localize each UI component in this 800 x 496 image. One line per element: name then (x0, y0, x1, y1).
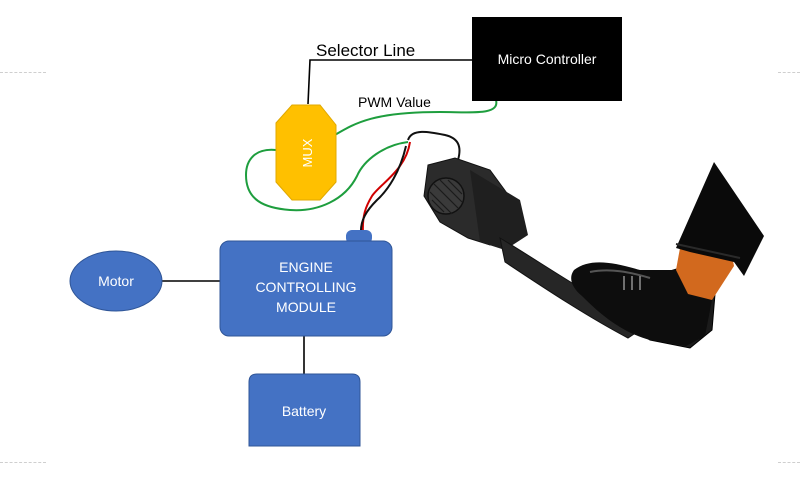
trouser-hem (675, 243, 741, 259)
right-bottom-dash (778, 462, 800, 463)
micro-controller-label: Micro Controller (498, 51, 597, 67)
mux-left-loop-wire (244, 141, 409, 212)
battery-box (248, 373, 361, 447)
motor-ellipse (69, 250, 163, 312)
shoe (571, 262, 712, 346)
ecm-label-line3: MODULE (276, 299, 336, 315)
battery-label: Battery (282, 403, 326, 419)
ecm-label-line2: CONTROLLING (255, 279, 356, 295)
left-top-dash (0, 72, 46, 73)
left-bottom-dash (0, 462, 46, 463)
mux-block (275, 104, 337, 201)
sensor-black-wire (407, 130, 461, 161)
accelerator-pedal-illustration (423, 157, 764, 349)
mux-label: MUX (300, 138, 315, 167)
selector-line-label: Selector Line (316, 41, 415, 60)
pwm-value-label: PWM Value (358, 94, 431, 110)
right-top-dash (778, 72, 800, 73)
shoe-highlight (589, 269, 651, 279)
micro-controller-box (472, 17, 622, 101)
pwm-signal-wire (321, 99, 498, 143)
motor-label: Motor (98, 273, 134, 289)
ecm-label-line1: ENGINE (279, 259, 333, 275)
selector-line-wire (307, 59, 472, 105)
pedal-bracket (470, 170, 528, 250)
engine-controlling-module-box (219, 240, 393, 337)
sensor-black-wire-2 (359, 145, 407, 235)
trouser-leg (676, 162, 764, 276)
